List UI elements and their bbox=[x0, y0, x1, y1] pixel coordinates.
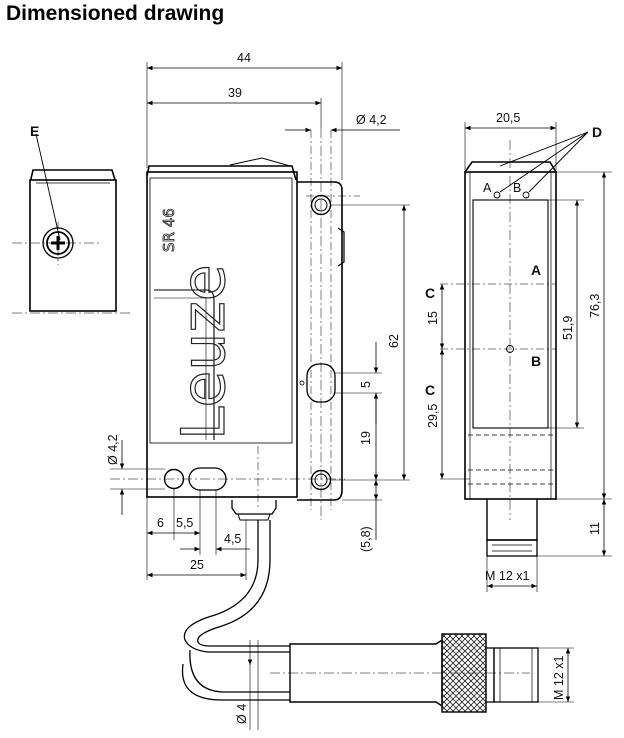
connector-thread-dim: M 12 x1 bbox=[552, 655, 566, 700]
page-title: Dimensioned drawing bbox=[6, 2, 225, 25]
dim-width-5-5: 5,5 bbox=[176, 516, 193, 530]
dim-height-11: 11 bbox=[588, 522, 602, 535]
dim-width-44: 44 bbox=[237, 51, 251, 65]
label-c-lower: C bbox=[425, 382, 435, 398]
model-label: SR 46 bbox=[160, 208, 178, 252]
label-e: E bbox=[30, 123, 39, 139]
cable-diameter-dim: Ø 4 bbox=[235, 704, 249, 724]
dim-width-20-5: 20,5 bbox=[496, 111, 520, 125]
dim-height-19: 19 bbox=[359, 431, 373, 445]
label-d: D bbox=[592, 124, 602, 140]
dim-width-39: 39 bbox=[228, 86, 242, 100]
dim-height-29-5: 29,5 bbox=[426, 404, 440, 428]
dim-side-hole-diameter: Ø 4,2 bbox=[106, 434, 120, 465]
dim-width-25: 25 bbox=[190, 558, 204, 572]
dim-height-62: 62 bbox=[387, 334, 401, 348]
side-view-right: A B A B D bbox=[440, 124, 602, 557]
label-c-upper: C bbox=[425, 285, 435, 301]
dim-width-6: 6 bbox=[157, 516, 164, 530]
label-a: A bbox=[531, 262, 541, 278]
dim-width-4-5: 4,5 bbox=[224, 532, 241, 546]
dim-offset-5-8: (5,8) bbox=[359, 526, 373, 552]
dim-height-15: 15 bbox=[426, 311, 440, 325]
right-dimensions: 20,5 76,3 51,9 15 29,5 C C 11 bbox=[425, 111, 612, 592]
dim-slot-5: 5 bbox=[359, 381, 373, 388]
label-a-small: A bbox=[483, 181, 492, 195]
side-view-left: E bbox=[12, 123, 130, 314]
cable: Ø 4 bbox=[181, 520, 290, 730]
label-b: B bbox=[531, 353, 541, 369]
front-dimensions: 44 39 Ø 4,2 62 5 19 (5,8 bbox=[106, 51, 410, 580]
dim-height-76-3: 76,3 bbox=[588, 294, 602, 318]
label-b-small: B bbox=[513, 181, 521, 195]
brand-logo: Leuze bbox=[169, 264, 239, 440]
front-view-sensor: Leuze SR 46 bbox=[110, 128, 360, 521]
dim-height-51-9: 51,9 bbox=[561, 316, 575, 340]
dim-thread-m12: M 12 x1 bbox=[485, 569, 530, 583]
m12-connector: M 12 x1 bbox=[270, 633, 574, 713]
dim-hole-diameter: Ø 4,2 bbox=[356, 113, 387, 127]
